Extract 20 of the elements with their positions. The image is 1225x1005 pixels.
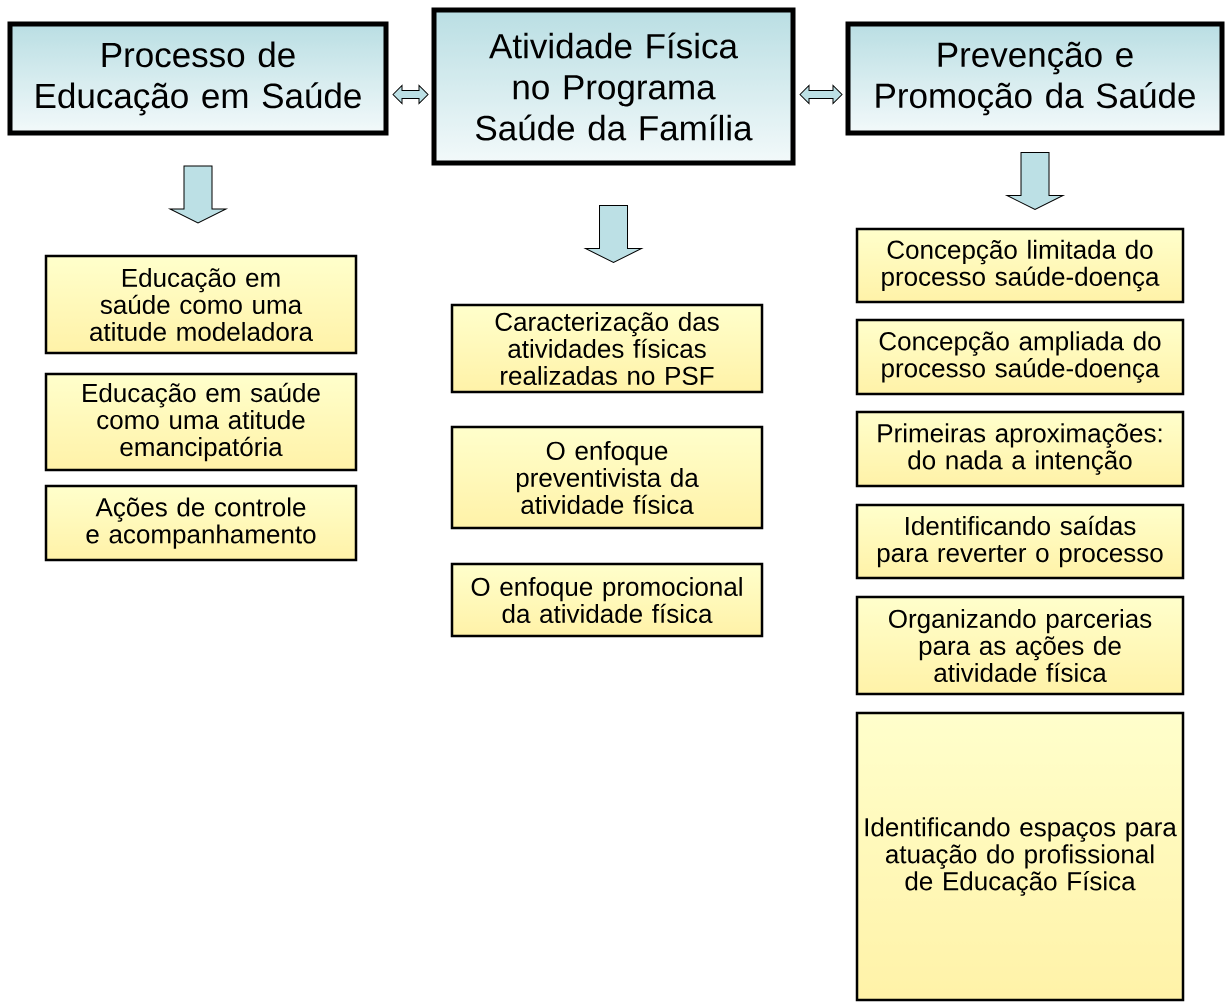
topic-box: O enfoque promocional da atividade física: [450, 562, 764, 638]
topic-box: Identificando saídas para reverter o processo: [855, 503, 1185, 580]
block-arrow: [1006, 152, 1064, 210]
topic-box: Organizando parcerias para as ações de atividade física: [855, 595, 1185, 696]
double-arrow: [392, 85, 429, 104]
topic-box: Educação em saúde como uma atitude emancipatória: [44, 372, 358, 472]
heading-box: Processo de Educação em Saúde: [7, 21, 389, 136]
topic-box: Caracterização das atividades físicas realizadas no PSF: [450, 303, 764, 394]
block-arrow: [585, 205, 642, 263]
block-arrow: [169, 165, 227, 224]
topic-box: Ações de controle e acompanhamento: [44, 484, 358, 562]
topic-box: O enfoque preventivista da atividade física: [450, 425, 764, 530]
double-arrow: [799, 85, 843, 104]
topic-box: Educação em saúde como uma atitude modeladora: [44, 254, 358, 355]
topic-box: Concepção limitada do processo saúde-doença: [855, 227, 1185, 304]
topic-box: Concepção ampliada do processo saúde-doença: [855, 318, 1185, 396]
heading-box: Atividade Física no Programa Saúde da Família: [431, 7, 796, 166]
topic-box: Identificando espaços para atuação do profissional de Educação Física: [855, 711, 1185, 1002]
heading-box: Prevenção e Promoção da Saúde: [845, 21, 1225, 136]
topic-box: Primeiras aproximações: do nada a intenção: [855, 410, 1185, 488]
